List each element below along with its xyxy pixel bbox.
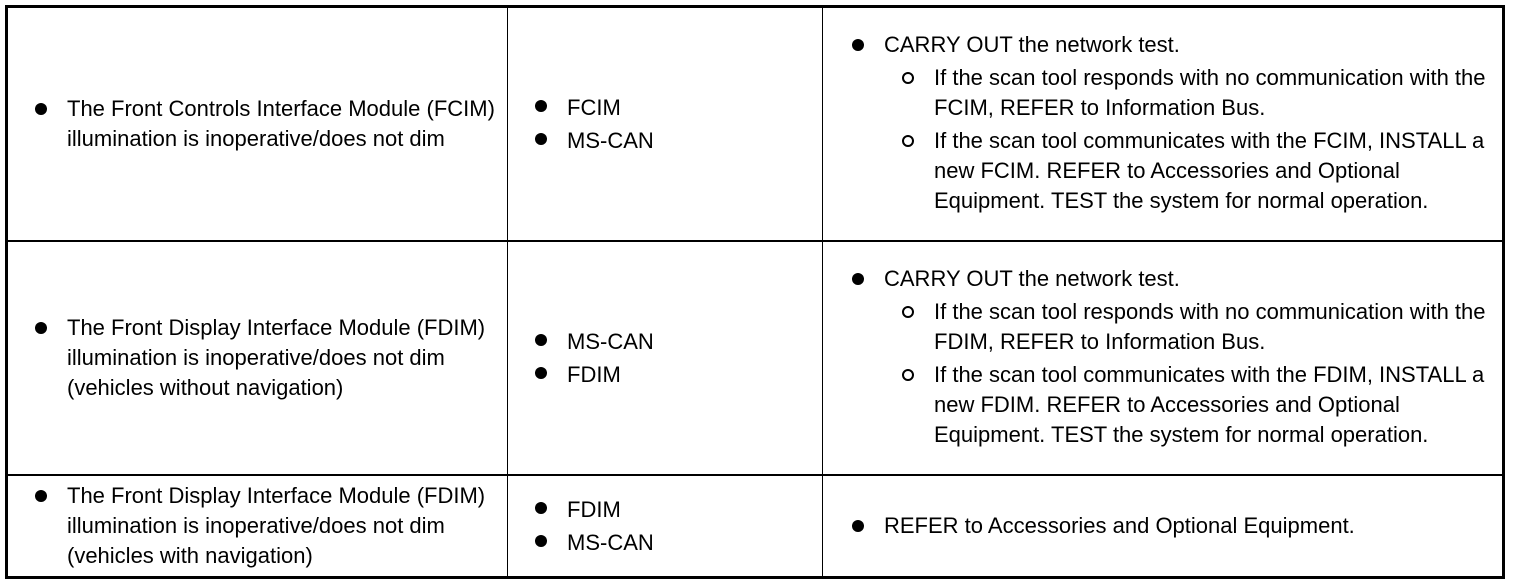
table-row: The Front Display Interface Module (FDIM… (8, 476, 1502, 576)
action-cell: CARRY OUT the network test. If the scan … (823, 8, 1502, 240)
condition-item: The Front Controls Interface Module (FCI… (32, 94, 497, 154)
action-item: CARRY OUT the network test. If the scan … (849, 264, 1502, 450)
source-cell: FCIM MS-CAN (508, 8, 823, 240)
sub-action-item: If the scan tool communicates with the F… (884, 126, 1502, 216)
sub-action-item: If the scan tool communicates with the F… (884, 360, 1502, 450)
condition-item: The Front Display Interface Module (FDIM… (32, 481, 497, 571)
action-text: CARRY OUT the network test. (884, 265, 1180, 291)
condition-text: The Front Display Interface Module (FDIM… (67, 483, 486, 568)
condition-item: The Front Display Interface Module (FDIM… (32, 313, 497, 403)
condition-text: The Front Controls Interface Module (FCI… (67, 96, 495, 151)
source-cell: FDIM MS-CAN (508, 476, 823, 576)
source-item: MS-CAN (532, 124, 654, 157)
source-item: FDIM (532, 358, 654, 391)
condition-cell: The Front Controls Interface Module (FCI… (8, 8, 508, 240)
source-item: MS-CAN (532, 526, 654, 559)
source-item: FDIM (532, 493, 654, 526)
source-cell: MS-CAN FDIM (508, 242, 823, 474)
action-text: REFER to Accessories and Optional Equipm… (884, 513, 1355, 538)
sub-action-item: If the scan tool responds with no commun… (884, 297, 1502, 357)
source-item: FCIM (532, 91, 654, 124)
table-row: The Front Controls Interface Module (FCI… (8, 8, 1502, 242)
action-text: CARRY OUT the network test. (884, 31, 1180, 57)
source-item: MS-CAN (532, 325, 654, 358)
action-cell: REFER to Accessories and Optional Equipm… (823, 476, 1502, 576)
condition-cell: The Front Display Interface Module (FDIM… (8, 476, 508, 576)
action-item: CARRY OUT the network test. If the scan … (849, 30, 1502, 216)
sub-action-item: If the scan tool responds with no commun… (884, 63, 1502, 123)
condition-cell: The Front Display Interface Module (FDIM… (8, 242, 508, 474)
condition-text: The Front Display Interface Module (FDIM… (67, 315, 486, 400)
action-cell: CARRY OUT the network test. If the scan … (823, 242, 1502, 474)
action-item: REFER to Accessories and Optional Equipm… (849, 511, 1355, 541)
table-row: The Front Display Interface Module (FDIM… (8, 242, 1502, 476)
diagnostic-table: The Front Controls Interface Module (FCI… (5, 5, 1505, 579)
